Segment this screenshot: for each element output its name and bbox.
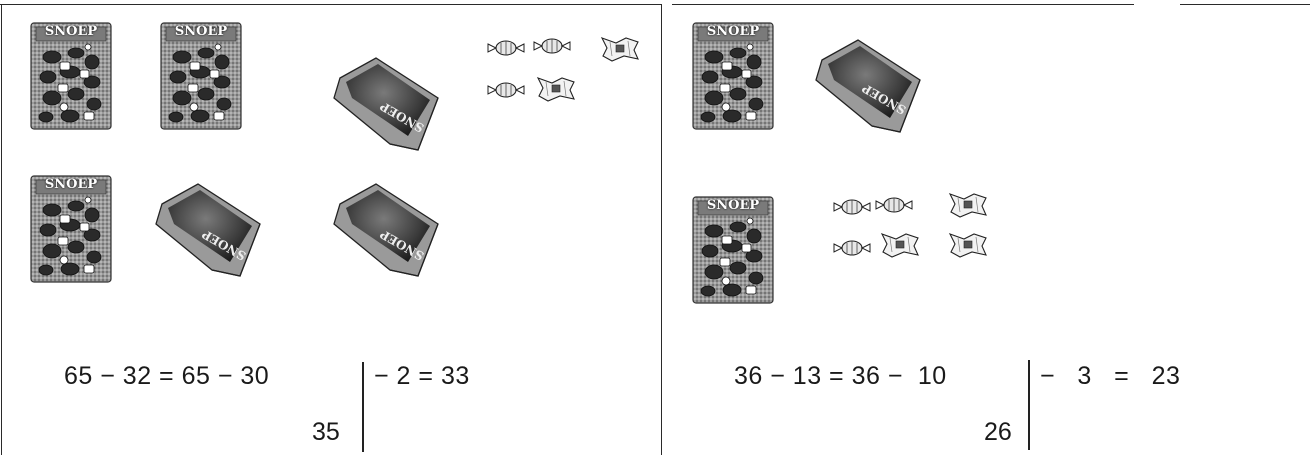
candy-wrapper-icon — [536, 74, 576, 104]
candy-wrapper-icon — [948, 230, 988, 260]
split-bar — [1028, 360, 1030, 450]
equation-start: 65 − 32 = 65 − 30 — [64, 362, 269, 391]
intermediate-result: 35 — [312, 418, 340, 447]
candy-wrapper-icon — [880, 230, 920, 260]
wrapped-candy-icon — [486, 36, 526, 60]
right-problem-panel: SNOEP SNOEP SNOEP 36 − 13 = 36 − 10 − 3 … — [662, 0, 1312, 455]
intermediate-result: 26 — [984, 418, 1012, 447]
left-problem-panel: SNOEP SNOEP SNOEP SNOEP SNOEP SNOEP 65 −… — [0, 0, 661, 455]
bag-label: SNOEP — [166, 24, 236, 39]
equation-start: 36 − 13 = 36 − 10 — [734, 362, 947, 391]
wrapped-candy-icon — [874, 193, 914, 217]
bag-label: SNOEP — [698, 198, 768, 213]
bag-label: SNOEP — [36, 177, 106, 192]
bag-label: SNOEP — [698, 24, 768, 39]
equation-rest: − 3 = 23 — [1040, 362, 1180, 391]
wrapped-candy-icon — [832, 195, 872, 219]
split-bar — [362, 362, 364, 452]
wrapped-candy-icon — [486, 78, 526, 102]
candy-wrapper-icon — [600, 34, 640, 64]
bag-label: SNOEP — [36, 24, 106, 39]
wrapped-candy-icon — [532, 34, 572, 58]
candy-wrapper-icon — [948, 190, 988, 220]
wrapped-candy-icon — [832, 236, 872, 260]
equation-rest: − 2 = 33 — [374, 362, 470, 391]
